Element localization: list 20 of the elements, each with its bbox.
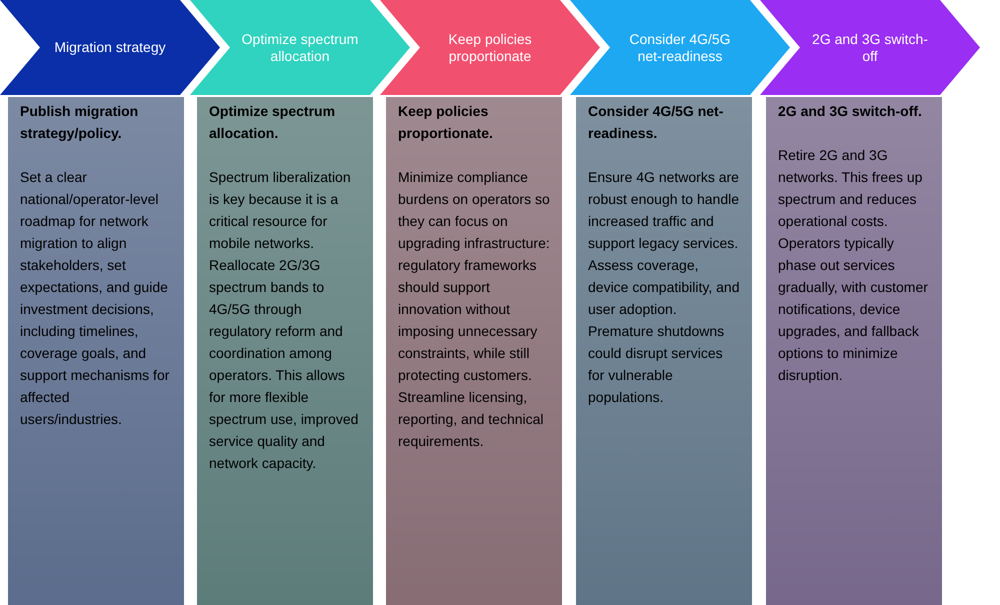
panel-body: Retire 2G and 3G networks. This frees up spectrum and reduces operational costs. Operators typically phase out services gradually, with customer notifications, device upgrades, and fallback options to minimize disruption.: [778, 146, 929, 385]
step-title: Migration strategy: [53, 39, 167, 56]
description-panel: [386, 97, 562, 605]
description-panel: [8, 97, 184, 605]
panel-body: Ensure 4G networks are robust enough to handle increased traffic and support legacy services. Assess coverage, device compatibility, and user adoption. Premature shutdowns could disrupt services for vulnerable populations.: [588, 168, 740, 407]
description-panel: [766, 97, 942, 605]
step-title: Consider 4G/5G net-readiness: [628, 30, 732, 64]
description-panel: [576, 97, 752, 605]
panel-heading: Keep policies proportionate.: [398, 102, 494, 143]
step-title: Optimize spectrum allocation: [240, 30, 360, 64]
panel-heading: 2G and 3G switch-off.: [778, 102, 923, 121]
panel-heading: Consider 4G/5G net-readiness.: [588, 102, 724, 143]
panel-body: Spectrum liberalization is key because it is a critical resource for mobile networks. Reallocate 2G/3G spectrum bands to 4G/5G through regulatory reform and coordination among operators. This allows for more flexible spectrum use, improved service quality and network capacity.: [209, 168, 360, 473]
step-title: Keep policies proportionate: [447, 30, 533, 64]
panel-body: Set a clear national/operator-level roadmap for network migration to align stakeholders, set expectations, and guide investment decisions, including timelines, coverage goals, and support mechanisms for affected users/industries.: [20, 168, 170, 429]
step-title: 2G and 3G switch-off: [811, 30, 929, 64]
panel-heading: Publish migration strategy/policy.: [20, 102, 140, 143]
description-panel: [197, 97, 373, 605]
panel-heading: Optimize spectrum allocation.: [209, 102, 336, 143]
panel-body: Minimize compliance burdens on operators so they can focus on upgrading infrastructure: regulatory frameworks should support innovation without imposing unnecessary constraints, while still protecting customers. Streamline licensing, reporting, and technical requirements.: [398, 168, 550, 451]
